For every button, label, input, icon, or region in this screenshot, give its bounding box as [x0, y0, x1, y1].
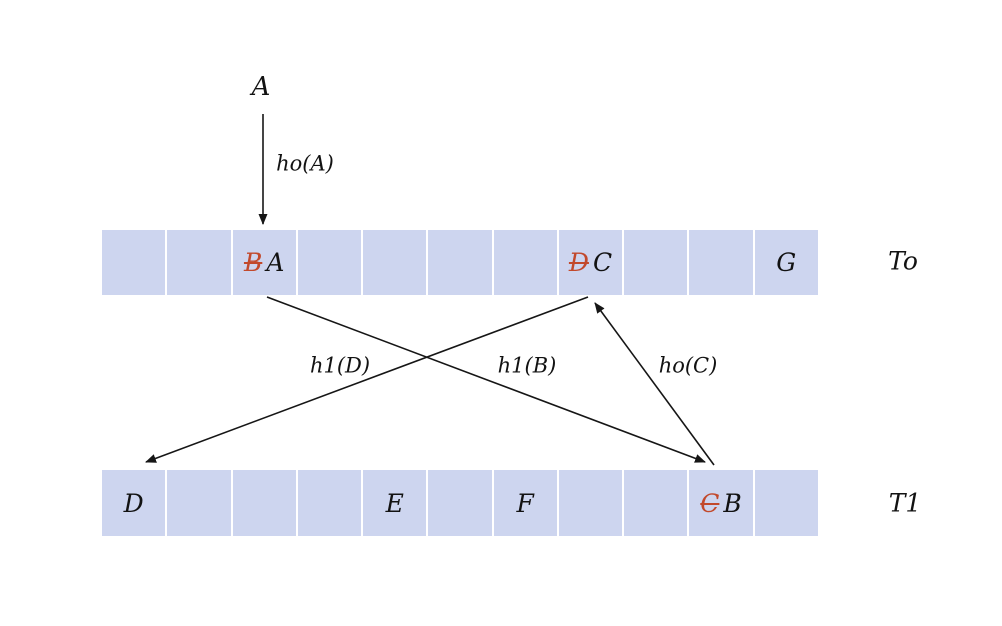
t0-cell-5 — [428, 230, 492, 295]
t0-cell-4 — [363, 230, 427, 295]
t1-cell-5 — [428, 470, 492, 536]
stored-key: F — [516, 488, 534, 518]
stored-key: E — [385, 488, 404, 518]
t0-cell-8 — [624, 230, 688, 295]
arrow-h1-of-D — [145, 296, 589, 463]
evicted-key: C — [700, 488, 720, 518]
arrow-label-h1-D: h1(D) — [309, 353, 371, 378]
arrow-h0-of-C — [594, 302, 715, 466]
t0-cell-9 — [689, 230, 753, 295]
table-t1-name: T1 — [888, 488, 922, 518]
t1-cell-0: D — [102, 470, 166, 536]
t1-cell-7 — [558, 470, 623, 536]
hash-table-t1: D E F — [102, 470, 818, 536]
t1-cell-1 — [167, 470, 231, 536]
t1-cell-6: F — [493, 470, 557, 536]
t0-cell-10: G — [754, 230, 818, 295]
t0-cell-6 — [493, 230, 557, 295]
arrow-h1-of-B — [266, 296, 706, 463]
t1-cell-8 — [624, 470, 688, 536]
hash-table-t0: B A D C — [102, 230, 818, 295]
t0-cell-1 — [167, 230, 231, 295]
table-t0-name: To — [888, 246, 918, 276]
t0-cell-3 — [297, 230, 362, 295]
arrow-label-h0-A: ho(A) — [276, 151, 334, 176]
t1-cell-2 — [232, 470, 296, 536]
t1-cell-10 — [754, 470, 818, 536]
t0-cell-2: B A — [232, 230, 296, 295]
t0-cell-0 — [102, 230, 166, 295]
stored-key: D — [123, 488, 144, 518]
t0-cell-7: D C — [558, 230, 623, 295]
evicted-key: B — [243, 248, 263, 277]
t1-cell-4: E — [363, 470, 427, 536]
stored-key: B — [723, 488, 742, 518]
stored-key: A — [266, 248, 285, 277]
t1-cell-3 — [297, 470, 362, 536]
evicted-key: D — [568, 248, 589, 277]
t1-cell-9: C B — [689, 470, 753, 536]
stored-key: C — [592, 248, 613, 277]
inserted-item-label: A — [251, 72, 271, 102]
arrow-label-h0-C: ho(C) — [658, 353, 718, 378]
arrow-label-h1-B: h1(B) — [497, 353, 557, 378]
stored-key: G — [776, 248, 797, 277]
